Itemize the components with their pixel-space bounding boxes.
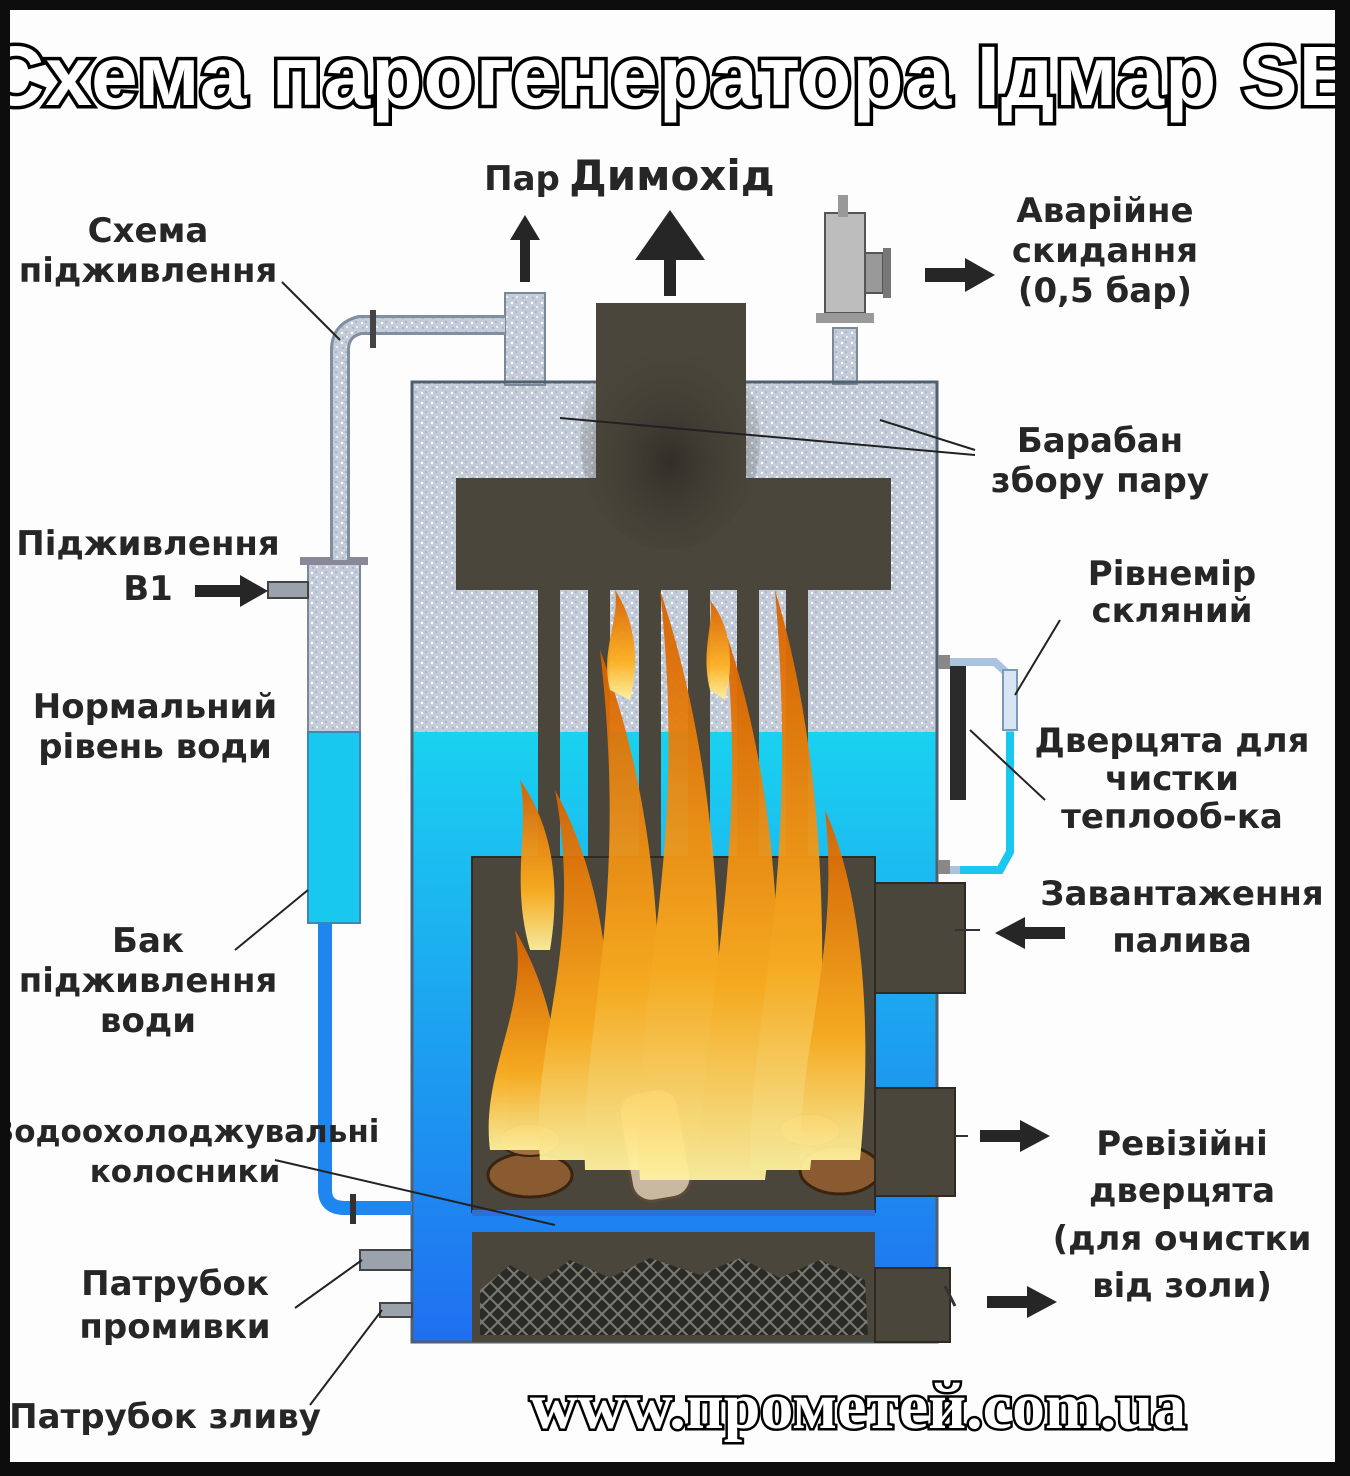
label-inspect-4: від золи) bbox=[1092, 1266, 1272, 1306]
fuel-arrow bbox=[995, 917, 1065, 949]
heat-exchanger-cleaning-door bbox=[950, 660, 966, 800]
inspection-arrow-1 bbox=[980, 1120, 1050, 1152]
label-inspect-3: (для очистки bbox=[1053, 1219, 1312, 1259]
label-drain: Патрубок зливу bbox=[10, 1397, 321, 1437]
label-clean-door-3: теплооб-ка bbox=[1061, 797, 1283, 837]
water-cooled-grate bbox=[472, 1210, 875, 1216]
label-clean-door-2: чистки bbox=[1105, 759, 1239, 799]
chimney-arrow bbox=[635, 210, 705, 296]
emergency-arrow bbox=[925, 258, 995, 292]
feed-arrow bbox=[195, 575, 268, 607]
label-drum-2: збору пару bbox=[991, 461, 1209, 501]
label-emergency-1: Аварійне bbox=[1016, 191, 1193, 231]
label-emergency-3: (0,5 бар) bbox=[1018, 271, 1192, 311]
smoke bbox=[580, 330, 760, 550]
label-gauge-2: скляний bbox=[1091, 591, 1252, 631]
label-inspect-1: Ревізійні bbox=[1096, 1124, 1268, 1164]
flush-nozzle bbox=[359, 1249, 413, 1271]
flames bbox=[488, 590, 866, 1180]
label-inspect-2: дверцята bbox=[1089, 1171, 1275, 1211]
label-grates-2: колосники bbox=[90, 1154, 281, 1190]
label-fuel-load-2: палива bbox=[1112, 921, 1252, 961]
inspection-arrow-2 bbox=[987, 1286, 1057, 1318]
diagram-title: Схема парогенератора Ідмар SB bbox=[10, 29, 1335, 123]
steam-arrow bbox=[510, 215, 540, 282]
steam-outlet-nozzle bbox=[504, 292, 546, 386]
label-normal-level-1: Нормальний bbox=[33, 687, 277, 727]
diagram-canvas: Схема парогенератора Ідмар SB bbox=[10, 10, 1335, 1462]
safety-valve bbox=[816, 195, 891, 323]
feed-water-tank bbox=[300, 557, 368, 924]
label-emergency-2: скидання bbox=[1012, 231, 1198, 271]
label-feed-scheme-1: Схема bbox=[88, 211, 209, 251]
label-gauge-1: Рівнемір bbox=[1088, 554, 1256, 594]
steam-generator-diagram: Схема парогенератора Ідмар SB bbox=[10, 26, 1335, 1446]
arrows bbox=[195, 210, 1065, 1318]
inspection-door-upper bbox=[874, 1087, 956, 1197]
label-tank-1: Бак bbox=[112, 921, 184, 961]
label-tank-2: підживлення bbox=[19, 961, 278, 1001]
safety-valve-nozzle bbox=[832, 327, 858, 385]
label-feed-b1-2: В1 bbox=[123, 569, 173, 609]
ash-heap bbox=[480, 1258, 868, 1335]
boiler-body bbox=[410, 292, 980, 1344]
label-drum-1: Барабан bbox=[1017, 421, 1183, 461]
label-tank-3: води bbox=[100, 1001, 196, 1041]
label-flush-2: промивки bbox=[79, 1307, 270, 1347]
leader-lines bbox=[234, 281, 1061, 1406]
tank-to-grate-pipe bbox=[318, 923, 412, 1215]
label-chimney: Димохід bbox=[569, 151, 774, 200]
feed-scheme-pipe bbox=[330, 310, 505, 560]
label-steam: Пар bbox=[484, 159, 560, 199]
inspection-door-lower bbox=[874, 1267, 951, 1343]
drain-nozzle bbox=[379, 1302, 413, 1318]
feed-inlet-b1 bbox=[267, 581, 309, 599]
label-feed-scheme-2: підживлення bbox=[19, 251, 278, 291]
fuel-loading-door bbox=[874, 882, 966, 994]
label-feed-b1-1: Підживлення bbox=[16, 524, 280, 564]
label-flush-1: Патрубок bbox=[81, 1264, 269, 1304]
label-grates-1: Водоохолоджувальні bbox=[10, 1114, 379, 1150]
website-watermark: www.прометей.com.ua bbox=[530, 1370, 1186, 1443]
label-normal-level-2: рівень води bbox=[38, 727, 272, 767]
water-level-gauge bbox=[950, 658, 1018, 874]
label-fuel-load-1: Завантаження bbox=[1040, 874, 1323, 914]
label-clean-door-1: Дверцята для bbox=[1035, 721, 1310, 761]
labels: Пар Димохід Аварійне скидання (0,5 бар) … bbox=[10, 151, 1324, 1437]
